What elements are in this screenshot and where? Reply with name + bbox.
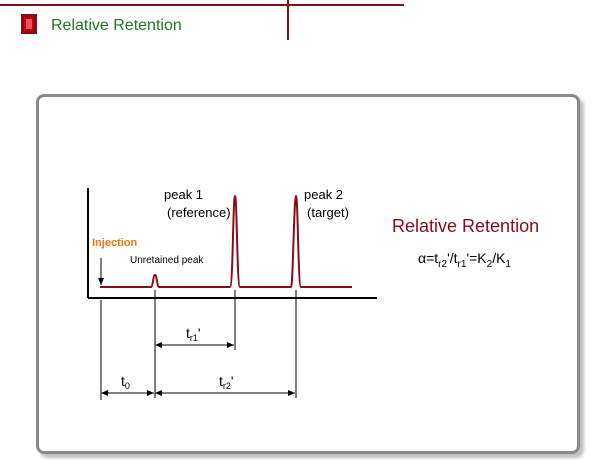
relative-retention-formula: α=tr2'/tr1'=K2/K1 bbox=[418, 250, 511, 270]
header-rules bbox=[0, 0, 404, 40]
injection-label: Injection bbox=[92, 237, 138, 249]
t0-label: t0 bbox=[121, 373, 130, 391]
peak1-sublabel: (reference) bbox=[167, 205, 231, 220]
relative-retention-heading: Relative Retention bbox=[392, 216, 540, 236]
unretained-peak-label: Unretained peak bbox=[130, 255, 204, 266]
tr2-label: tr2' bbox=[219, 373, 234, 391]
header-bullet-icon bbox=[21, 14, 37, 34]
peak1-label: peak 1 bbox=[164, 187, 203, 202]
peak2-sublabel: (target) bbox=[307, 205, 349, 220]
page-header: Relative Retention bbox=[0, 0, 600, 60]
page-title: Relative Retention bbox=[51, 17, 182, 34]
chromatogram-trace bbox=[100, 194, 352, 288]
peak2-label: peak 2 bbox=[304, 187, 343, 202]
tr1-label: tr1' bbox=[186, 325, 201, 343]
